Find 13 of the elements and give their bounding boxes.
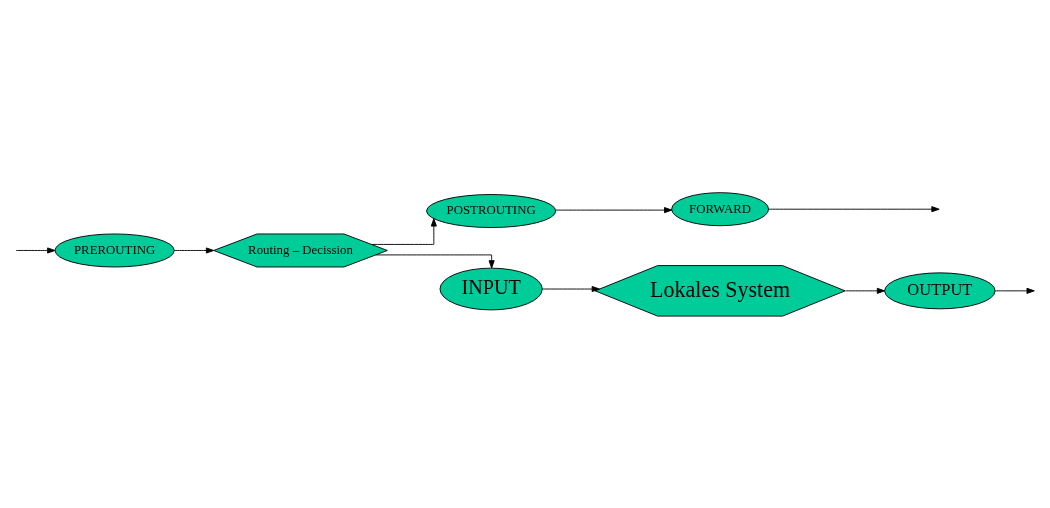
arrow xyxy=(174,246,215,253)
arrow xyxy=(555,206,673,213)
node-ellipse: PREROUTING xyxy=(54,233,175,267)
node-ellipse: OUTPUT xyxy=(884,271,996,309)
arrow xyxy=(768,205,940,212)
arrow xyxy=(844,287,886,294)
node-ellipse: INPUT xyxy=(439,267,543,310)
arrow xyxy=(375,253,495,268)
node-ellipse: FORWARD xyxy=(671,191,769,226)
arrow xyxy=(371,217,437,245)
arrow xyxy=(15,246,56,253)
arrow xyxy=(994,287,1035,294)
arrow xyxy=(542,285,600,292)
